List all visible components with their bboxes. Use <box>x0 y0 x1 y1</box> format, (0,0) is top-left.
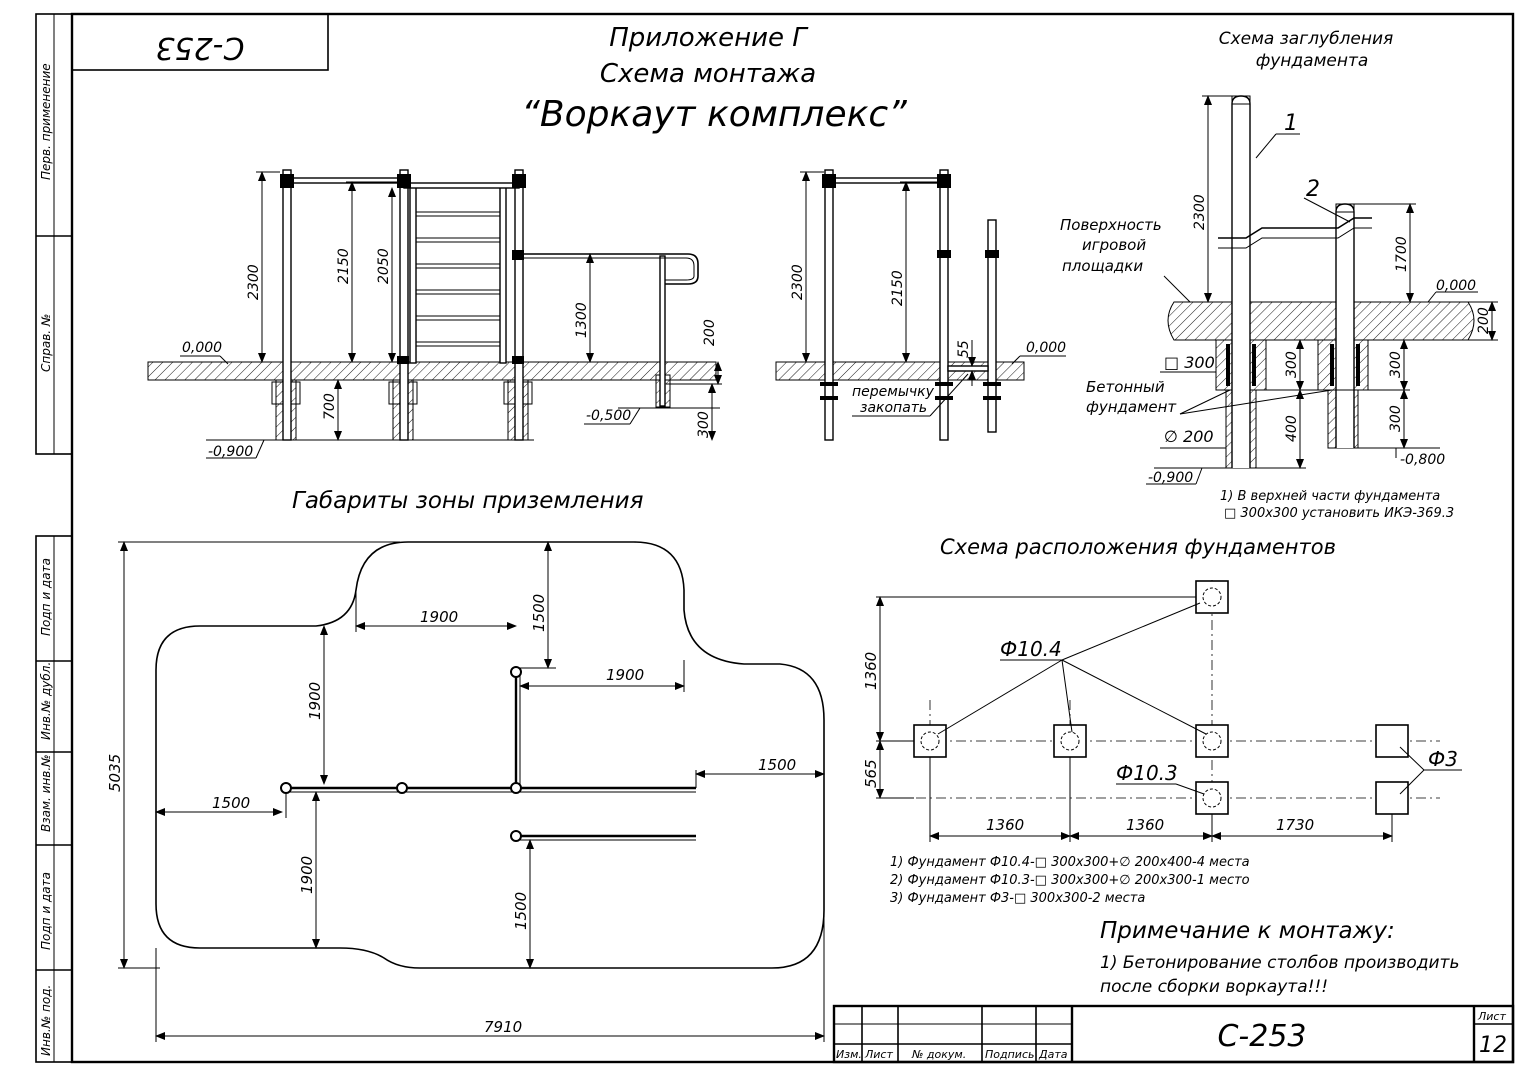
foundation-note-1: 1) Фундамент Ф10.4-□ 300х300+∅ 200х400-4… <box>890 855 1250 870</box>
tb-data: Дата <box>1038 1048 1068 1061</box>
ds-note-line1: 1) В верхней части фундамента <box>1220 489 1440 504</box>
side-label-sprav: Справ. № <box>39 314 53 372</box>
se-note-line1: перемычку <box>852 384 935 400</box>
se-dim-2150: 2150 <box>890 270 906 306</box>
se-dim-55: 55 <box>956 340 972 358</box>
lz-dim-right-1900: 1900 <box>606 666 644 684</box>
ds-pos-1: 1 <box>1284 111 1298 136</box>
title-block: Изм. Лист № докум. Подпись Дата Лист С-2… <box>832 1004 1515 1064</box>
ds-dim-300c: 300 <box>1388 405 1404 432</box>
foundation-note-3: 3) Фундамент Ф3-□ 300х300-2 места <box>890 891 1145 906</box>
lz-dim-right-1500: 1500 <box>758 756 796 774</box>
side-labels: Перв. применение Справ. № Подп и дата Ин… <box>39 63 53 1056</box>
tb-podpis: Подпись <box>985 1048 1034 1061</box>
ds-dim-200: 200 <box>1476 307 1492 334</box>
se-dim-2300: 2300 <box>790 264 806 300</box>
ds-level-m09: -0,900 <box>1148 470 1193 486</box>
fl-dim-1360-b: 1360 <box>1126 816 1164 834</box>
tb-izm: Изм. <box>836 1048 862 1061</box>
ds-square-300: □ 300 <box>1164 353 1215 372</box>
side-label-podp1: Подп и дата <box>39 558 53 636</box>
ds-found-line1: Бетонный <box>1086 378 1165 396</box>
ds-surface-line3: площадки <box>1062 257 1143 275</box>
landing-zone-outline <box>155 541 825 969</box>
ds-dim-2300: 2300 <box>1192 194 1208 230</box>
side-label-inv-dubl: Инв.№ дубл. <box>39 662 53 740</box>
ds-dim-400: 400 <box>1284 415 1300 442</box>
ds-found-line2: фундамент <box>1086 398 1177 416</box>
ds-pos-2: 2 <box>1306 177 1320 202</box>
ds-level-m08: -0,800 <box>1400 452 1445 468</box>
ds-note-line2: □ 300х300 установить ИКЭ-369.3 <box>1224 506 1454 521</box>
lz-dim-top-1900: 1900 <box>420 608 458 626</box>
ds-dim-300a: 300 <box>1284 351 1300 378</box>
install-note-line1: 1) Бетонирование столбов производить <box>1100 953 1459 973</box>
side-label-perv: Перв. применение <box>39 63 53 180</box>
install-note-line2: после сборки воркаута!!! <box>1100 977 1328 997</box>
tb-code: С-253 <box>1217 1019 1306 1054</box>
fe-dim-200: 200 <box>702 319 718 346</box>
ds-surface-line1: Поверхность <box>1060 216 1162 234</box>
fe-level-0: 0,000 <box>182 340 222 356</box>
ds-dim-300b: 300 <box>1388 351 1404 378</box>
fe-dim-2300: 2300 <box>246 264 262 300</box>
stamp-code: С-253 <box>155 30 244 65</box>
sheet-frame <box>35 12 1515 1064</box>
se-level-0: 0,000 <box>1026 340 1066 356</box>
fl-dim-565: 565 <box>862 759 880 788</box>
fl-dim-1730: 1730 <box>1276 816 1314 834</box>
side-label-vzam: Взам. инв.№ <box>39 754 53 832</box>
appendix-title: Приложение Г <box>609 23 809 53</box>
lz-dim-bottom-1900: 1900 <box>298 856 316 894</box>
side-elevation: 2300 2150 55 0,000 перемычку закопать <box>775 169 1066 441</box>
page-title: “Воркаут комплекс” <box>521 94 907 135</box>
header: Приложение Г Схема монтажа “Воркаут комп… <box>521 23 907 135</box>
lz-dim-bottom-1500: 1500 <box>512 892 530 930</box>
install-note-title: Примечание к монтажу: <box>1100 918 1395 944</box>
rotated-stamp: С-253 <box>71 13 329 71</box>
depth-title-line2: фундамента <box>1256 51 1369 71</box>
landing-zone-title: Габариты зоны приземления <box>292 488 644 514</box>
side-label-inv-pod: Инв.№ под. <box>39 985 53 1056</box>
lz-dim-total-w: 7910 <box>484 1018 522 1036</box>
ds-surface-line2: игровой <box>1082 236 1146 254</box>
lz-dim-left-1900: 1900 <box>306 682 324 720</box>
ds-diam-200: ∅ 200 <box>1164 427 1214 446</box>
fl-dim-1360-v: 1360 <box>862 652 880 690</box>
fe-dim-2050: 2050 <box>376 248 392 284</box>
tb-dokum: № докум. <box>911 1048 966 1061</box>
install-note: Примечание к монтажу: 1) Бетонирование с… <box>1100 918 1459 997</box>
lz-dim-left-1500: 1500 <box>212 794 250 812</box>
fe-dim-700: 700 <box>322 393 338 420</box>
front-elevation: 2300 2150 2050 1300 200 700 300 0,000 -0… <box>147 169 722 460</box>
f103-label: Ф10.3 <box>1116 761 1178 785</box>
lz-dim-top-1500: 1500 <box>530 594 548 632</box>
foundation-note-2: 2) Фундамент Ф10.3-□ 300х300+∅ 200х300-1… <box>890 873 1250 888</box>
tb-list-num: 12 <box>1479 1033 1507 1058</box>
depth-title-line1: Схема заглубления <box>1219 29 1394 49</box>
landing-zone: Габариты зоны приземления <box>106 488 825 1042</box>
side-label-podp2: Подп и дата <box>39 872 53 950</box>
fe-dim-1300: 1300 <box>574 302 590 338</box>
ds-dim-1700: 1700 <box>1394 236 1410 272</box>
lz-dim-total-h: 5035 <box>106 754 124 792</box>
tb-list: Лист <box>864 1048 893 1061</box>
scheme-subtitle: Схема монтажа <box>600 59 816 89</box>
se-note-line2: закопать <box>860 400 927 416</box>
fe-dim-2150: 2150 <box>336 248 352 284</box>
ds-level-0: 0,000 <box>1436 278 1476 294</box>
fe-level-m09: -0,900 <box>208 444 253 460</box>
f3-label: Ф3 <box>1428 747 1458 771</box>
foundation-title: Схема расположения фундаментов <box>940 535 1336 559</box>
tb-list-label: Лист <box>1477 1010 1506 1023</box>
depth-scheme: Схема заглубления фундамента <box>1060 29 1498 521</box>
foundation-layout: Схема расположения фундаментов <box>862 535 1462 906</box>
fe-level-m05: -0,500 <box>586 408 631 424</box>
fe-dim-300: 300 <box>696 411 712 438</box>
fl-dim-1360-a: 1360 <box>986 816 1024 834</box>
f104-label: Ф10.4 <box>1000 637 1062 661</box>
